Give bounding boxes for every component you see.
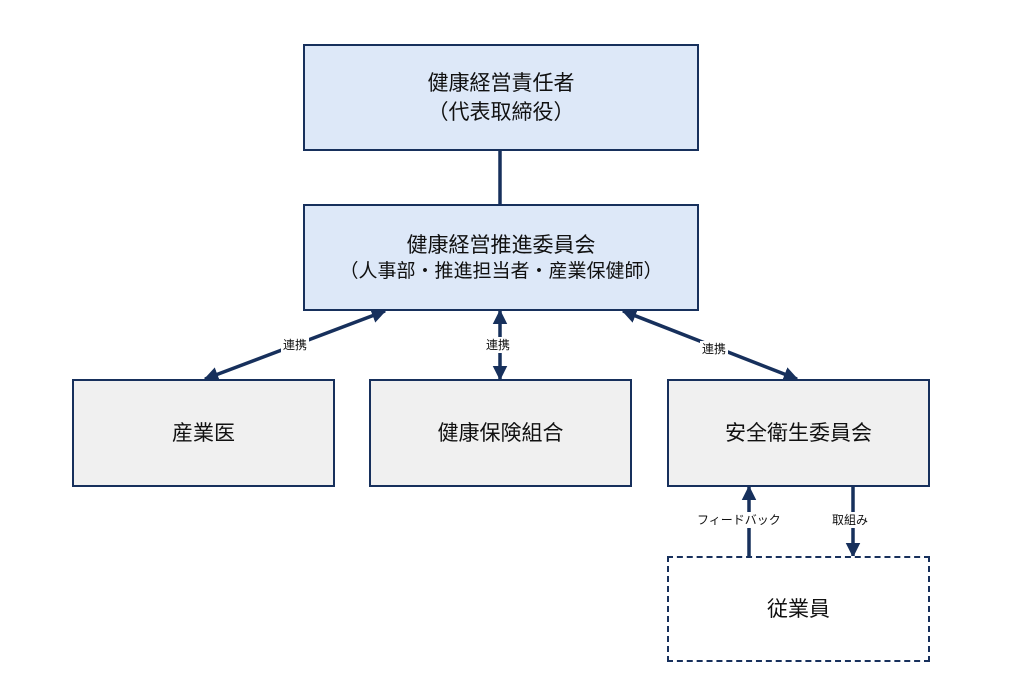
committee-title: 健康経営推進委員会 — [406, 232, 596, 257]
health-insurance-label: 健康保険組合 — [437, 420, 564, 445]
employees-label: 従業員 — [767, 596, 830, 621]
committee-subtitle: （人事部・推進担当者・産業保健師） — [339, 259, 663, 282]
edge-label-engagement: 取組み — [830, 512, 871, 528]
edge-label-feedback: フィードバック — [695, 512, 783, 528]
edge-label-safety: 連携 — [700, 341, 729, 357]
safety-committee-box: 安全衛生委員会 — [667, 379, 930, 487]
promotion-committee-box: 健康経営推進委員会 （人事部・推進担当者・産業保健師） — [303, 204, 699, 311]
edge-label-insurance: 連携 — [484, 337, 513, 353]
employees-box: 従業員 — [667, 556, 930, 662]
industrial-physician-label: 産業医 — [172, 420, 235, 445]
industrial-physician-box: 産業医 — [72, 379, 335, 487]
officer-title: 健康経営責任者 — [427, 71, 575, 96]
edge-label-doctor: 連携 — [281, 337, 310, 353]
officer-subtitle: （代表取締役） — [427, 99, 575, 124]
health-insurance-box: 健康保険組合 — [369, 379, 632, 487]
health-management-officer-box: 健康経営責任者 （代表取締役） — [303, 44, 699, 151]
safety-committee-label: 安全衛生委員会 — [725, 420, 872, 445]
